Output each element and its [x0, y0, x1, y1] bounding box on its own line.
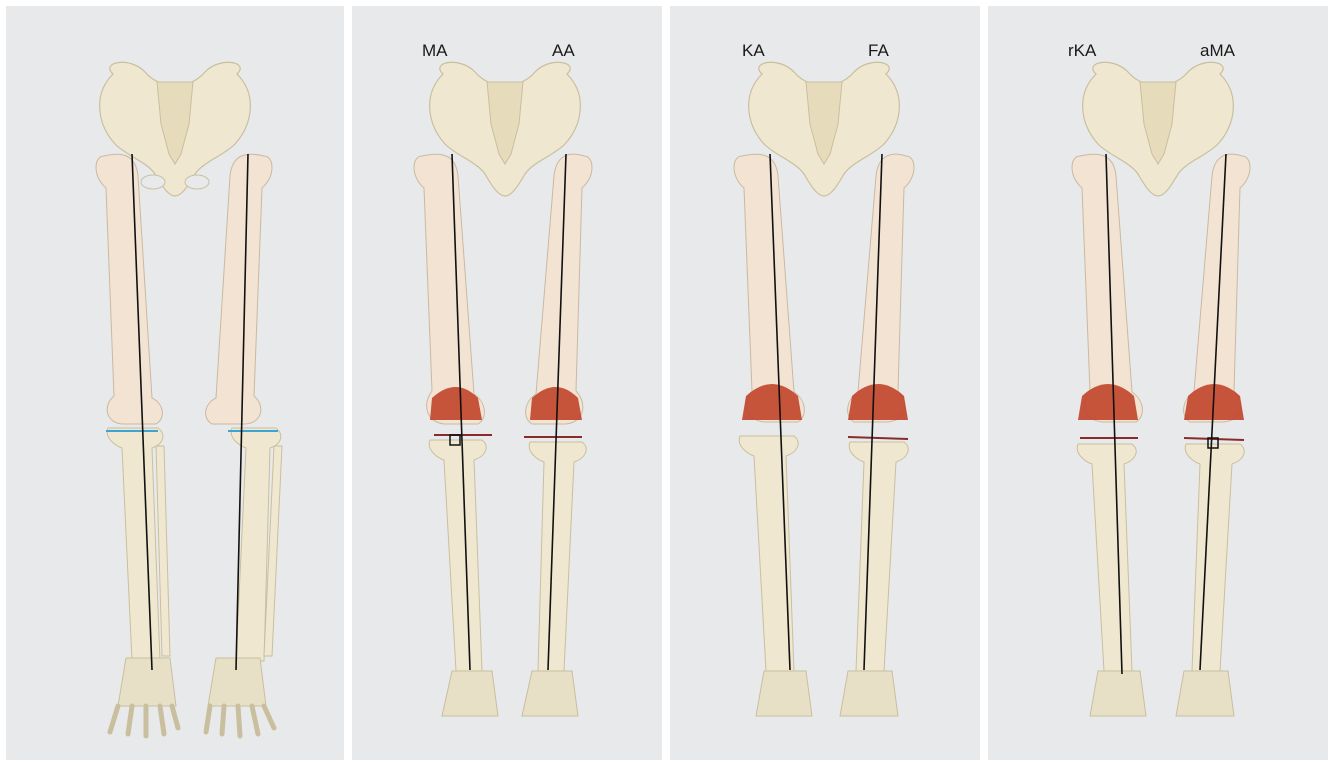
native-skeleton-figure: [6, 6, 344, 760]
panel-ma-aa: MA AA: [352, 6, 662, 760]
ma-aa-skeleton-figure: MA AA: [352, 6, 662, 760]
left-leg: [414, 154, 498, 716]
right-leg: [1176, 154, 1250, 716]
label-aa: AA: [552, 41, 575, 60]
right-leg: [522, 154, 592, 716]
label-fa: FA: [868, 41, 889, 60]
ka-fa-skeleton-figure: KA FA: [670, 6, 980, 760]
panel-rka-ama: rKA aMA: [988, 6, 1328, 760]
label-ka: KA: [742, 41, 765, 60]
rka-ama-skeleton-figure: rKA aMA: [988, 6, 1328, 760]
label-ma: MA: [422, 41, 448, 60]
left-leg: [96, 154, 178, 736]
panel-native: [6, 6, 344, 760]
right-leg: [206, 154, 282, 736]
left-leg: [1072, 154, 1146, 716]
left-leg: [734, 154, 812, 716]
label-ama: aMA: [1200, 41, 1236, 60]
panel-ka-fa: KA FA: [670, 6, 980, 760]
right-leg: [840, 154, 914, 716]
label-rka: rKA: [1068, 41, 1097, 60]
